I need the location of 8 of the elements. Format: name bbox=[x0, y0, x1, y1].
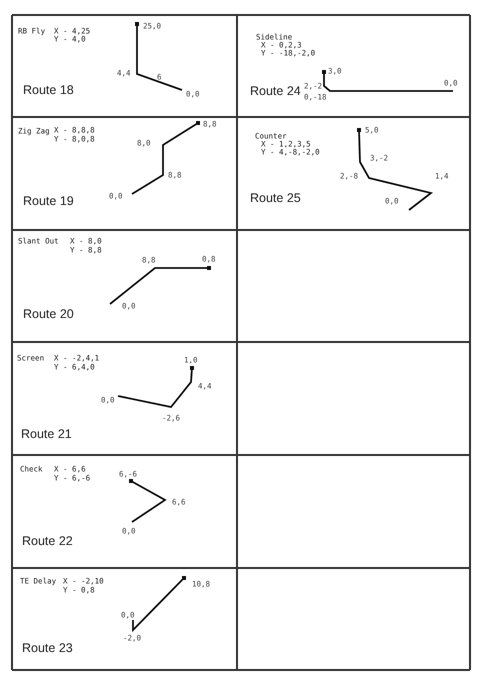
route-title: Route 25 bbox=[250, 192, 301, 204]
route-title: Route 24 bbox=[250, 84, 301, 98]
route-title: Route 22 bbox=[22, 534, 73, 548]
route-title: Route 19 bbox=[23, 194, 74, 208]
route-title: Route 20 bbox=[23, 308, 74, 320]
route-title: Route 23 bbox=[22, 642, 73, 654]
route-title: Route 18 bbox=[23, 84, 74, 96]
route-title: Route 21 bbox=[21, 428, 72, 440]
